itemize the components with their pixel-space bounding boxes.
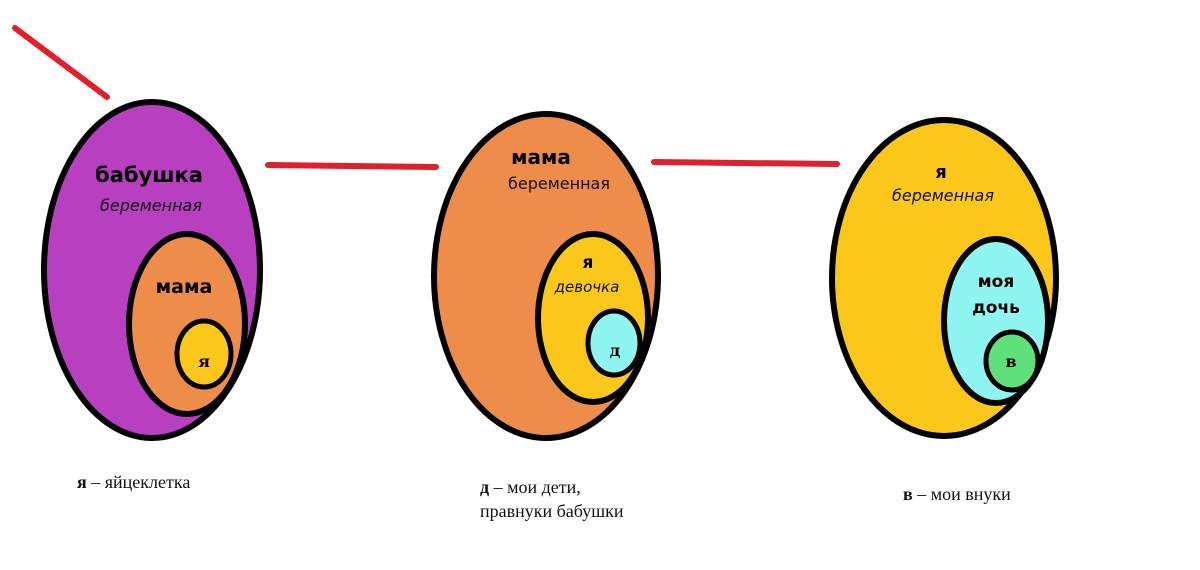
egg-2-outer-sub: беременная bbox=[508, 174, 610, 193]
egg-2: мама беременная я девочка д bbox=[431, 111, 661, 441]
egg-2-middle-sub: девочка bbox=[554, 278, 620, 296]
red-line-top-left bbox=[12, 25, 110, 100]
caption-grandchildren-key: в bbox=[903, 484, 913, 504]
red-line-left-middle bbox=[265, 162, 439, 170]
egg-1-outer-title: бабушка bbox=[95, 163, 203, 187]
red-line-middle-right bbox=[651, 159, 840, 167]
egg-3-inner-label: в bbox=[1005, 352, 1016, 371]
egg-2-inner bbox=[585, 308, 643, 378]
egg-3-outer-title: я bbox=[935, 162, 947, 183]
egg-1-outer-sub: беременная bbox=[100, 196, 202, 215]
caption-children-line-1: д – мои дети, bbox=[480, 475, 624, 499]
caption-egg-cell-key: я bbox=[77, 472, 87, 492]
egg-1-inner-label: я bbox=[198, 352, 210, 371]
egg-1-inner bbox=[174, 318, 234, 390]
caption-children-line-2: правнуки бабушки bbox=[480, 501, 624, 521]
egg-1-middle bbox=[126, 231, 248, 417]
egg-1: бабушка беременная мама я bbox=[41, 99, 263, 441]
caption-children-text-1: – мои дети, bbox=[489, 477, 581, 497]
caption-grandchildren: в – мои внуки bbox=[903, 482, 1011, 506]
egg-3-inner bbox=[983, 329, 1041, 393]
egg-3: я беременная моя дочь в bbox=[829, 117, 1059, 439]
egg-3-middle-title-1: моя bbox=[978, 272, 1015, 292]
caption-egg-cell: я – яйцеклетка bbox=[77, 470, 190, 494]
egg-2-middle-title: я bbox=[583, 253, 594, 273]
caption-children: д – мои дети, правнуки бабушки bbox=[480, 475, 624, 523]
egg-1-middle-title: мама bbox=[156, 276, 213, 298]
caption-grandchildren-text: – мои внуки bbox=[912, 484, 1011, 504]
egg-2-inner-label: д bbox=[610, 341, 621, 360]
caption-egg-cell-text: – яйцеклетка bbox=[86, 472, 191, 492]
egg-3-outer-sub: беременная bbox=[892, 186, 994, 205]
caption-children-key: д bbox=[480, 477, 490, 497]
egg-2-outer-title: мама bbox=[511, 145, 571, 169]
egg-3-middle-title-2: дочь bbox=[972, 298, 1020, 318]
